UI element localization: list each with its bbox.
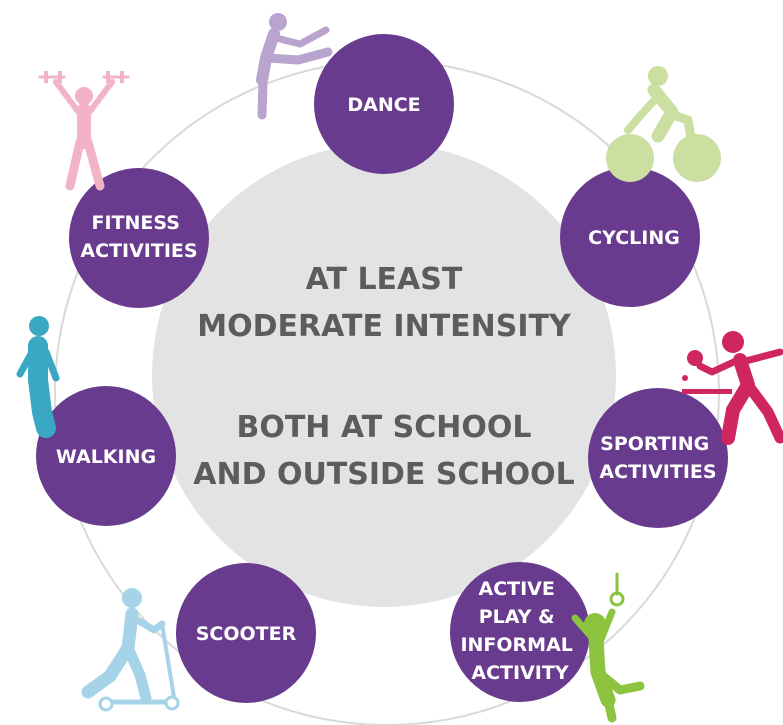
- node-sporting-label: SPORTING ACTIVITIES: [599, 433, 716, 483]
- center-line-1: AT LEAST: [306, 262, 463, 297]
- node-active-play-line-3: INFORMAL: [460, 634, 572, 656]
- scooter-rider-icon: [81, 588, 180, 712]
- node-walking-line-1: WALKING: [56, 446, 156, 468]
- cyclist-icon: [606, 66, 721, 182]
- node-cycling-line-1: CYCLING: [588, 227, 680, 249]
- node-fitness-label: FITNESS ACTIVITIES: [80, 212, 197, 262]
- node-sporting-circle: [588, 388, 728, 528]
- center-line-4: AND OUTSIDE SCHOOL: [193, 457, 574, 492]
- node-walking-circle: [36, 386, 176, 526]
- dancer-icon: [256, 13, 333, 120]
- node-active-play-circle: [450, 562, 590, 702]
- node-scooter-line-1: SCOOTER: [196, 623, 297, 645]
- node-active-play: ACTIVE PLAY & INFORMAL ACTIVITY: [450, 562, 590, 702]
- node-scooter-circle: [176, 563, 316, 703]
- center-line-3: BOTH AT SCHOOL: [236, 410, 531, 445]
- node-sporting-line-1: SPORTING: [600, 433, 709, 455]
- node-scooter-label: SCOOTER: [196, 623, 297, 645]
- node-cycling-label: CYCLING: [588, 227, 680, 249]
- node-fitness-line-2: ACTIVITIES: [80, 240, 197, 262]
- node-fitness: FITNESS ACTIVITIES: [69, 168, 209, 308]
- walker-icon: [16, 316, 60, 438]
- node-dance-circle: [314, 34, 454, 174]
- node-active-play-line-2: PLAY &: [479, 606, 555, 628]
- node-active-play-line-4: ACTIVITY: [471, 662, 568, 684]
- node-dance-line-1: DANCE: [347, 94, 420, 116]
- center-circle: AT LEAST MODERATE INTENSITY BOTH AT SCHO…: [152, 143, 616, 607]
- node-sporting: SPORTING ACTIVITIES: [588, 388, 728, 528]
- node-dance-label: DANCE: [347, 94, 420, 116]
- node-active-play-label: ACTIVE PLAY & INFORMAL ACTIVITY: [460, 578, 579, 684]
- table-tennis-icon: [682, 331, 783, 445]
- weightlifter-icon: [38, 71, 130, 191]
- node-fitness-circle: [69, 168, 209, 308]
- node-walking-label: WALKING: [56, 446, 156, 468]
- node-cycling: CYCLING: [560, 167, 700, 307]
- node-walking: WALKING: [36, 386, 176, 526]
- node-cycling-circle: [560, 167, 700, 307]
- node-fitness-line-1: FITNESS: [91, 212, 179, 234]
- center-line-2: MODERATE INTENSITY: [197, 309, 572, 344]
- gymnast-icon: [571, 572, 645, 723]
- node-sporting-line-2: ACTIVITIES: [599, 461, 716, 483]
- node-dance: DANCE: [314, 34, 454, 174]
- center-disc: [152, 143, 616, 607]
- node-scooter: SCOOTER: [176, 563, 316, 703]
- node-active-play-line-1: ACTIVE: [479, 578, 555, 600]
